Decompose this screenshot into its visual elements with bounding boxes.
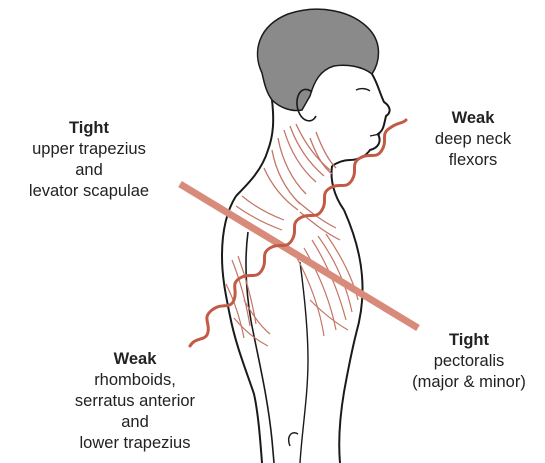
label-weak-rhomboids: Weak rhomboids, serratus anterior and lo…	[50, 349, 220, 454]
label-heading: Tight	[396, 330, 542, 351]
label-line: serratus anterior	[50, 391, 220, 412]
neck-back	[236, 100, 273, 196]
label-heading: Weak	[414, 108, 532, 129]
label-tight-upper-trapezius: Tight upper trapezius and levator scapul…	[6, 118, 172, 202]
label-line: (major & minor)	[396, 372, 542, 393]
hair	[258, 9, 379, 110]
label-line: flexors	[414, 150, 532, 171]
label-line: lower trapezius	[50, 433, 220, 454]
label-line: upper trapezius	[6, 139, 172, 160]
weak-cross-line	[190, 120, 406, 346]
label-tight-pectoralis: Tight pectoralis (major & minor)	[396, 330, 542, 393]
chest-outline	[339, 210, 362, 463]
eye	[356, 89, 370, 91]
hand-hint	[289, 433, 298, 446]
arm-outline	[246, 232, 274, 463]
arm-front-outline	[300, 262, 308, 463]
label-line: deep neck	[414, 129, 532, 150]
label-heading: Weak	[50, 349, 220, 370]
label-line: pectoralis	[396, 351, 542, 372]
label-line: and	[50, 412, 220, 433]
label-line: and	[6, 160, 172, 181]
label-heading: Tight	[6, 118, 172, 139]
label-line: rhomboids,	[50, 370, 220, 391]
label-line: levator scapulae	[6, 181, 172, 202]
label-weak-deep-neck-flexors: Weak deep neck flexors	[414, 108, 532, 171]
